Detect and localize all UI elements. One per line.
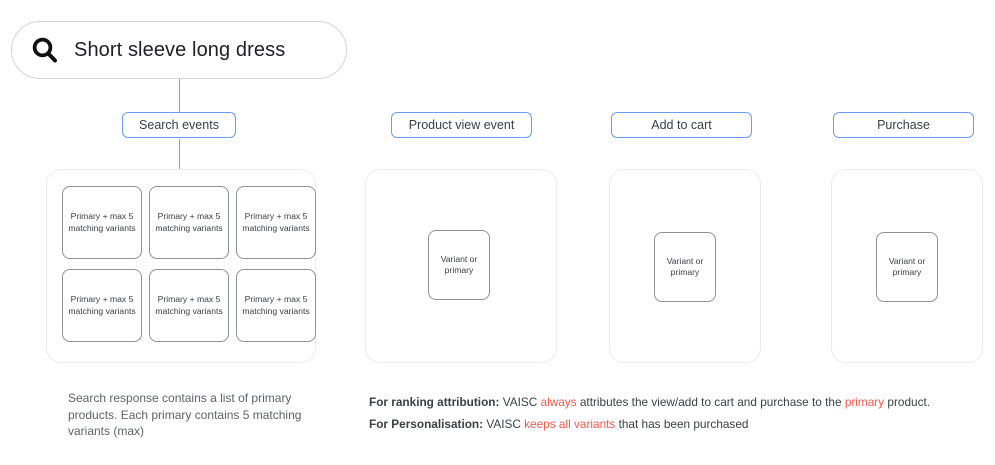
notes-block: For ranking attribution: VAISC always at… [369, 391, 984, 435]
panel-search-events: Primary + max 5 matching variants Primar… [46, 169, 316, 363]
connector-line-bottom [179, 139, 180, 169]
note-ranking-highlight-always: always [540, 395, 577, 409]
panel-purchase: Variant or primary [831, 169, 983, 363]
primary-card: Primary + max 5 matching variants [236, 269, 316, 342]
search-bar[interactable]: Short sleeve long dress [11, 21, 347, 79]
note-ranking-highlight-primary: primary [844, 395, 885, 409]
primary-card: Primary + max 5 matching variants [149, 186, 229, 259]
note-personalisation-part1: VAISC [486, 417, 521, 431]
variant-card: Variant or primary [654, 232, 716, 302]
caption-search-response: Search response contains a list of prima… [68, 391, 302, 438]
note-personalisation-part2: that has been purchased [618, 417, 749, 431]
event-label-purchase[interactable]: Purchase [833, 112, 974, 138]
variant-card: Variant or primary [876, 232, 938, 302]
note-ranking-attribution: For ranking attribution: VAISC always at… [369, 391, 984, 413]
note-personalisation-label: For Personalisation: [369, 417, 484, 431]
primary-card: Primary + max 5 matching variants [149, 269, 229, 342]
primary-card: Primary + max 5 matching variants [62, 269, 142, 342]
note-ranking-part3: product. [887, 395, 931, 409]
note-ranking-part2: attributes the view/add to cart and purc… [579, 395, 842, 409]
event-label-add-to-cart[interactable]: Add to cart [611, 112, 752, 138]
panel-add-to-cart: Variant or primary [609, 169, 761, 363]
primary-card-grid: Primary + max 5 matching variants Primar… [62, 186, 316, 342]
event-label-product-view-event[interactable]: Product view event [391, 112, 532, 138]
search-icon [32, 37, 57, 63]
primary-card: Primary + max 5 matching variants [236, 186, 316, 259]
note-ranking-part1: VAISC [502, 395, 538, 409]
note-personalisation: For Personalisation: VAISC keeps all var… [369, 413, 984, 435]
event-label-search-events[interactable]: Search events [122, 112, 236, 138]
primary-card: Primary + max 5 matching variants [62, 186, 142, 259]
panel-product-view-event: Variant or primary [365, 169, 557, 363]
variant-card: Variant or primary [428, 230, 490, 300]
search-query-text: Short sleeve long dress [74, 38, 286, 61]
note-personalisation-highlight: keeps all variants [524, 417, 616, 431]
note-ranking-label: For ranking attribution: [369, 395, 500, 409]
connector-line-top [179, 79, 180, 112]
